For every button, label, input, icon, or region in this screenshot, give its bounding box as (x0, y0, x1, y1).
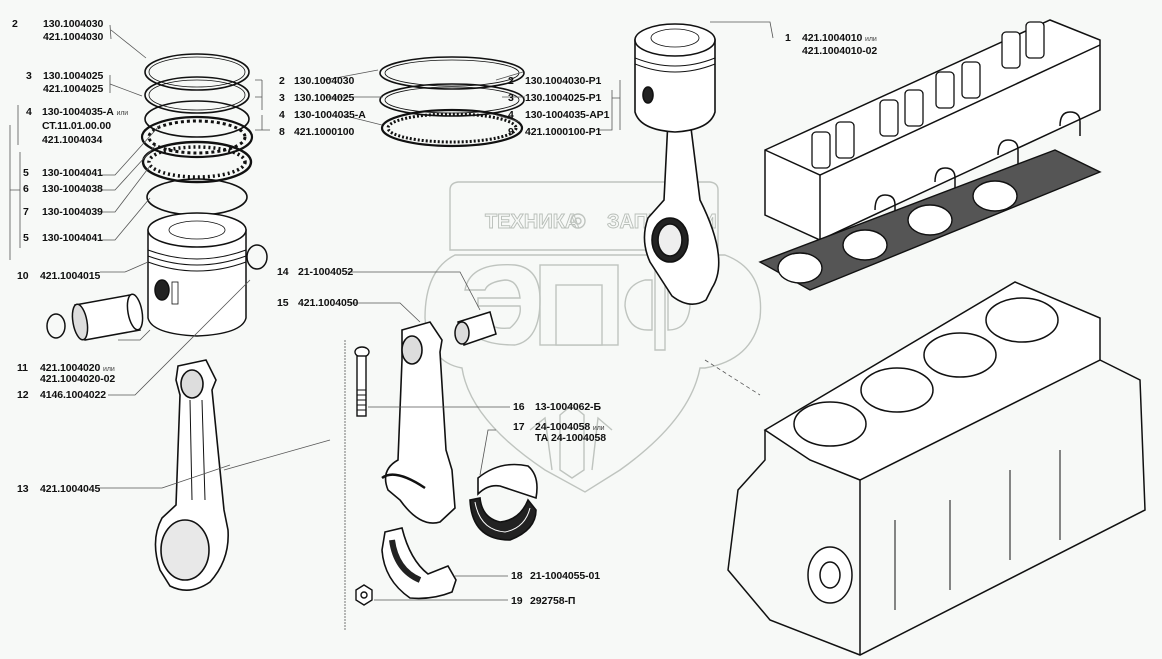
part-number: 21-1004052 (298, 266, 354, 278)
part-number: 4146.1004022 (40, 389, 106, 401)
position-number: 4 (279, 109, 285, 121)
position-number: 3 (508, 92, 514, 104)
cylinder-block-drawing (727, 281, 1146, 656)
position-number: 9 (508, 126, 514, 138)
position-number: 7 (23, 206, 29, 218)
piston-drawing (46, 212, 268, 339)
position-number: 17 (513, 421, 525, 433)
position-number: 6 (23, 183, 29, 195)
part-number: 130-1004041 (42, 232, 103, 244)
position-number: 2 (508, 75, 514, 87)
part-number: 421.1004020 или (40, 362, 115, 376)
part-number-primary: 421.1004020 (40, 362, 101, 374)
part-number: 130-1004035-АР1 (525, 109, 610, 121)
part-number: 130-1004035-А или (42, 106, 128, 120)
position-number: 11 (17, 362, 28, 374)
position-number: 3 (26, 70, 32, 82)
position-number: 2 (12, 18, 18, 30)
part-number: СТ.11.01.00.00 (42, 120, 111, 132)
alternative-word: или (865, 36, 877, 43)
part-number: 421.1004025 (43, 83, 104, 95)
part-number: 130-1004038 (42, 183, 103, 195)
position-number: 2 (279, 75, 285, 87)
position-number: 10 (17, 270, 29, 282)
position-number: 15 (277, 297, 289, 309)
alternative-word: или (592, 425, 605, 432)
position-number: 1 (785, 32, 791, 44)
part-number: 21-1004055-01 (530, 570, 600, 582)
part-number: 130-1004041 (42, 167, 103, 179)
bushing-drawing (454, 311, 497, 346)
part-number-primary: 421.1004010 (802, 32, 863, 44)
part-number: ТА 24-1004058 (535, 432, 607, 444)
connecting-rod-drawing-left (154, 359, 229, 591)
part-number: 130.1004025-Р1 (525, 92, 602, 104)
part-number-primary: 130-1004035-А (42, 106, 114, 118)
part-number: 130-1004039 (42, 206, 103, 218)
position-number: 5 (23, 232, 29, 244)
part-number: 24-1004058 или (535, 421, 605, 435)
position-number: 8 (279, 126, 285, 138)
connecting-rod-drawing-middle (381, 321, 456, 524)
part-number: 130.1004025 (294, 92, 355, 104)
cylinder-head-drawing (764, 19, 1101, 241)
part-number: 421.1000100 (294, 126, 355, 138)
part-number: 130.1004030 (43, 18, 104, 30)
position-number: 19 (511, 595, 523, 607)
head-gasket-drawing (758, 149, 1102, 291)
piston-pin-drawing (71, 293, 144, 341)
part-number: 421.1004034 (42, 134, 103, 146)
part-number: 292758-П (530, 595, 576, 607)
part-number: 421.1004045 (40, 483, 101, 495)
part-number: 130-1004035-А (294, 109, 366, 121)
position-number: 4 (26, 106, 32, 118)
position-number: 18 (511, 570, 523, 582)
position-number: 5 (23, 167, 29, 179)
position-number: 16 (513, 401, 525, 413)
position-number: 12 (17, 389, 29, 401)
part-number: 421.1004010-02 (802, 45, 878, 57)
part-number: 421.1004015 (40, 270, 101, 282)
part-number-primary: 24-1004058 (535, 421, 591, 433)
watermark-text-left: ТЕХНИКА (485, 211, 579, 233)
rod-nut-drawing (355, 584, 373, 606)
position-number: 14 (277, 266, 289, 278)
rod-cap-drawing (381, 527, 457, 600)
alternative-word: или (103, 366, 115, 373)
middle-ring-set (379, 56, 525, 148)
part-number: 421.1004020-02 (40, 373, 116, 385)
bearing-shells-drawing (469, 463, 538, 541)
part-number: 421.1004010 или (802, 32, 877, 46)
rod-bolt-drawing (354, 346, 370, 417)
part-number: 421.1004030 (43, 31, 104, 43)
part-number: 130.1004030 (294, 75, 355, 87)
part-number: 421.1000100-Р1 (525, 126, 602, 138)
alternative-word: или (116, 110, 129, 117)
part-number: 421.1004050 (298, 297, 359, 309)
position-number: 4 (508, 109, 514, 121)
position-number: 3 (279, 92, 285, 104)
part-number: 130.1004030-Р1 (525, 75, 602, 87)
piston-ring-stack (140, 53, 254, 216)
part-number: 130.1004025 (43, 70, 104, 82)
leader-lines (9, 21, 774, 630)
part-number: 13-1004062-Б (535, 401, 601, 413)
piston-rod-assembly-drawing (634, 23, 720, 305)
position-number: 13 (17, 483, 29, 495)
